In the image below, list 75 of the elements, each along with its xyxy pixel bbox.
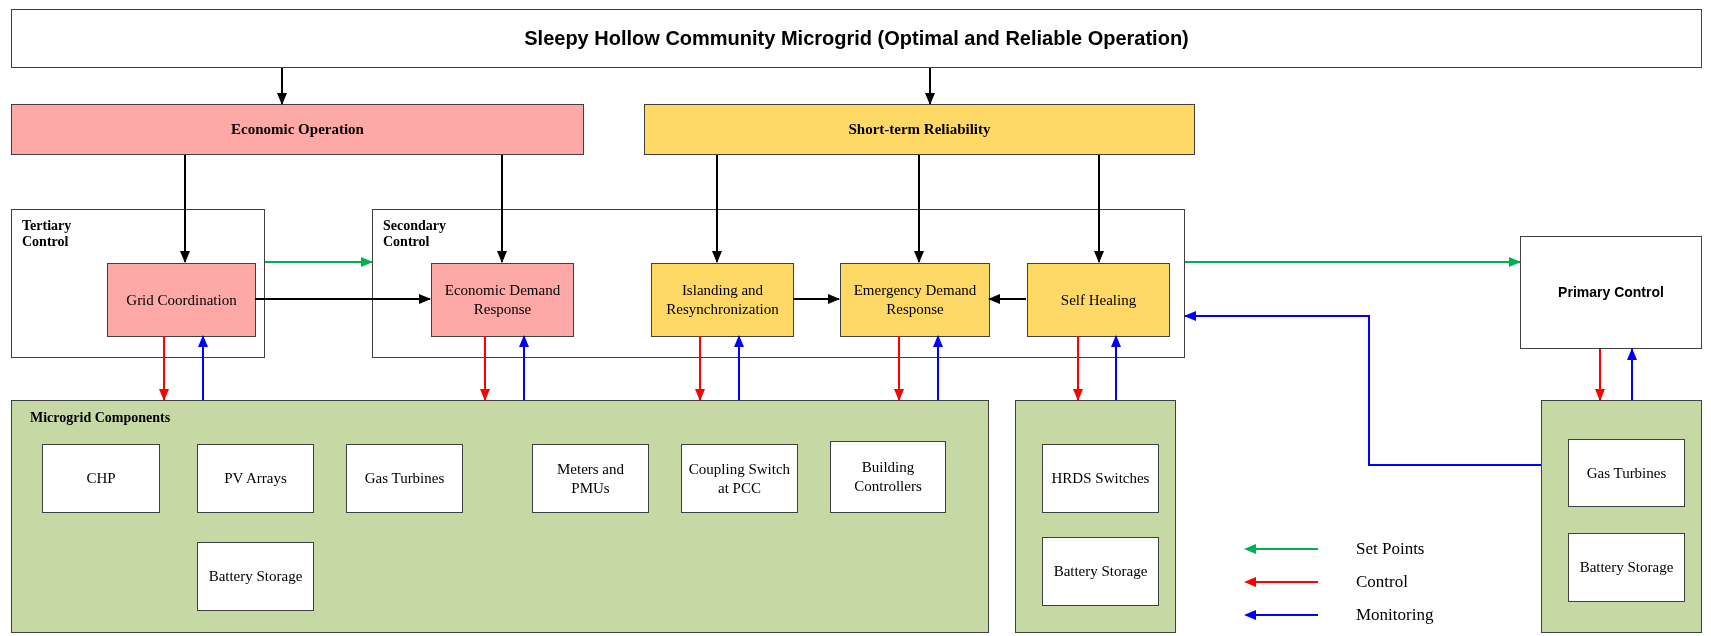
arrow xyxy=(695,335,705,401)
component-box xyxy=(532,444,649,513)
arrow xyxy=(497,154,507,263)
arrow xyxy=(480,335,490,401)
box-label: Primary Control xyxy=(1557,283,1665,302)
box-label: Economic Demand Response xyxy=(443,281,562,319)
title-box xyxy=(11,9,1702,68)
arrow xyxy=(792,294,840,304)
arrow xyxy=(180,154,190,263)
control-level-box xyxy=(1520,236,1702,349)
process-box xyxy=(431,263,574,337)
process-box xyxy=(840,263,990,337)
box-label: Short-term Reliability xyxy=(847,120,992,139)
box-label: Self Healing xyxy=(1059,290,1138,310)
component-box xyxy=(1042,444,1159,513)
arrow xyxy=(925,67,935,105)
arrow xyxy=(1627,348,1637,401)
component-panel xyxy=(11,400,989,633)
box-label: PV Arrays xyxy=(223,469,288,488)
arrow xyxy=(894,335,904,401)
arrow xyxy=(1184,257,1521,267)
box-label: CHP xyxy=(85,469,117,488)
arrow xyxy=(264,257,373,267)
arrow xyxy=(254,294,431,304)
control-level-panel xyxy=(11,209,265,358)
box-label: Building Controllers xyxy=(853,458,923,496)
box-label: Tertiary Control xyxy=(22,218,73,251)
component-box xyxy=(830,441,946,513)
box-label: Sleepy Hollow Community Microgrid (Optimal and Reliable Operation) xyxy=(523,26,1190,51)
arrow xyxy=(159,335,169,401)
box-label: Grid Coordination xyxy=(125,290,238,310)
component-box xyxy=(1568,533,1685,602)
component-panel xyxy=(1541,400,1702,633)
box-label: Emergency Demand Response xyxy=(852,281,978,319)
component-box xyxy=(681,444,798,513)
arrow xyxy=(1184,311,1542,466)
arrow xyxy=(1595,348,1605,401)
process-box xyxy=(651,263,794,337)
box-label: Islanding and Resynchronization xyxy=(665,281,780,319)
box-label: Microgrid Components xyxy=(30,409,171,427)
component-box xyxy=(346,444,463,513)
arrow xyxy=(734,335,744,401)
component-box xyxy=(1042,537,1159,606)
control-level-panel xyxy=(372,209,1185,358)
objective-box xyxy=(644,104,1195,155)
box-label: Economic Operation xyxy=(230,120,365,139)
component-box xyxy=(197,444,314,513)
component-box xyxy=(42,444,160,513)
objective-box xyxy=(11,104,584,155)
component-box xyxy=(1568,439,1685,507)
component-box xyxy=(197,542,314,611)
arrow xyxy=(988,294,1027,304)
process-box xyxy=(1027,263,1170,337)
box-label: HRDS Switches xyxy=(1050,469,1151,488)
arrow xyxy=(1094,154,1104,263)
arrow xyxy=(519,335,529,401)
arrow xyxy=(914,154,924,263)
arrow xyxy=(198,335,208,401)
component-panel xyxy=(1015,400,1176,633)
process-box xyxy=(107,263,256,337)
arrow xyxy=(1073,335,1083,401)
arrow xyxy=(1111,335,1121,401)
box-label: Gas Turbines xyxy=(363,469,446,488)
box-label: Battery Storage xyxy=(1052,562,1149,581)
box-label: Battery Storage xyxy=(207,567,304,586)
arrow xyxy=(277,67,287,105)
box-label: Battery Storage xyxy=(1578,558,1675,577)
legend-label: Set Points xyxy=(1356,539,1425,559)
box-label: Coupling Switch at PCC xyxy=(687,459,792,498)
arrow xyxy=(933,335,943,401)
arrow xyxy=(712,154,722,263)
legend-label: Control xyxy=(1356,572,1408,592)
box-label: Meters and PMUs xyxy=(555,459,626,498)
legend-label: Monitoring xyxy=(1356,605,1434,625)
box-label: Gas Turbines xyxy=(1585,463,1668,483)
